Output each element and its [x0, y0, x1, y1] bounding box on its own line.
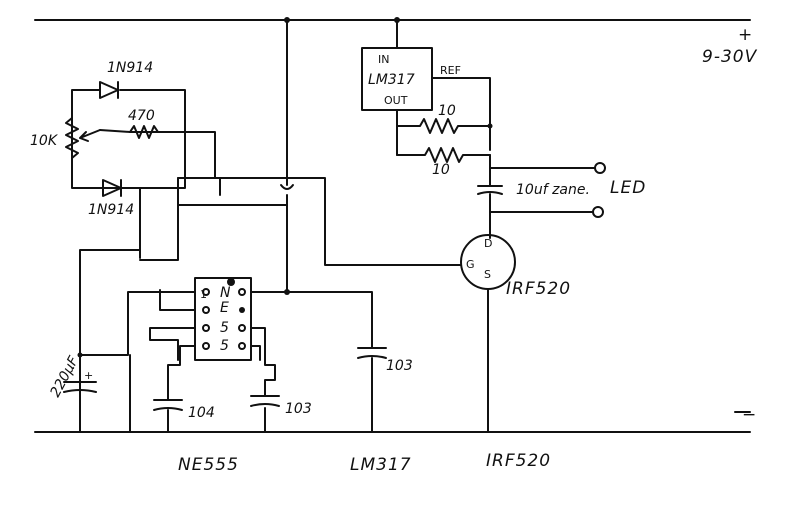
cap-220uf-label: 220μF — [47, 353, 82, 400]
ne555-timer — [194, 277, 252, 361]
lm317-ref-label: REF — [440, 64, 461, 77]
supply-plus: + — [738, 25, 753, 45]
ic-pin — [202, 342, 210, 350]
ic-5b-label: 5 — [220, 338, 229, 354]
cap-104-label: 104 — [188, 405, 215, 421]
pot-label: 10K — [30, 133, 59, 149]
footer-ne555: NE555 — [178, 455, 239, 475]
resistor-10-top — [396, 118, 491, 134]
crossover-hop — [280, 184, 294, 190]
ic-wiring — [79, 289, 373, 433]
diode-top — [99, 81, 119, 99]
diode-bottom-label: 1N914 — [88, 202, 134, 218]
ic-pin — [238, 342, 246, 350]
fet-drain-label: D — [484, 237, 492, 250]
cap-103-right — [357, 347, 387, 433]
footer-irf520: IRF520 — [486, 451, 551, 471]
ic-pin — [202, 324, 210, 332]
interconnect-wire — [79, 177, 288, 433]
footer-lm317: LM317 — [350, 455, 412, 475]
ic-n-label: N — [220, 285, 231, 301]
lm317-name-label: LM317 — [368, 72, 415, 88]
supply-voltage: 9-30V — [702, 47, 758, 67]
junction-dot — [487, 123, 493, 129]
ic-pin — [202, 306, 210, 314]
pot-wiper — [79, 129, 101, 142]
resistor-10-top-label: 10 — [438, 103, 456, 119]
cap-220uf — [63, 359, 97, 433]
led-terminal-top — [594, 162, 606, 174]
cap-10uf — [477, 185, 503, 195]
led-label: LED — [610, 178, 646, 198]
cap-103-left — [250, 395, 280, 407]
junction-dot — [284, 17, 290, 23]
diode-bottom — [102, 179, 122, 197]
timing-loop — [71, 89, 186, 251]
cap-10uf-label: 10uf zane. — [516, 182, 590, 198]
cap-104 — [153, 399, 183, 411]
lm317-out-label: OUT — [384, 94, 408, 107]
ic-pin — [238, 288, 246, 296]
pot-right-wire — [184, 131, 216, 179]
lm317-in-label: IN — [378, 53, 389, 66]
resistor-10-bottom — [396, 147, 491, 163]
cap-103-left-label: 103 — [285, 401, 312, 417]
ic-pin — [239, 307, 245, 313]
irf520-label: IRF520 — [506, 279, 571, 299]
gate-wire — [177, 177, 462, 266]
cap-220uf-plus: + — [84, 369, 93, 382]
supply-minus: − — [742, 405, 757, 425]
ic-pin — [238, 324, 246, 332]
cap-103-right-label: 103 — [386, 358, 413, 374]
fet-source-label: S — [484, 268, 491, 281]
potentiometer-10k — [65, 117, 79, 159]
fet-gate-label: G — [466, 258, 475, 271]
ic-e-label: E — [220, 300, 229, 316]
ic-5a-label: 5 — [220, 320, 229, 336]
ic-notch — [227, 278, 235, 286]
diode-top-label: 1N914 — [107, 60, 153, 76]
resistor-470 — [129, 125, 159, 139]
resistor-470-label: 470 — [128, 108, 155, 124]
junction-dot — [77, 352, 83, 358]
ic-pin — [202, 288, 210, 296]
resistor-10-bottom-label: 10 — [432, 162, 450, 178]
junction-dot — [394, 17, 400, 23]
led-terminal-bottom — [592, 206, 604, 218]
